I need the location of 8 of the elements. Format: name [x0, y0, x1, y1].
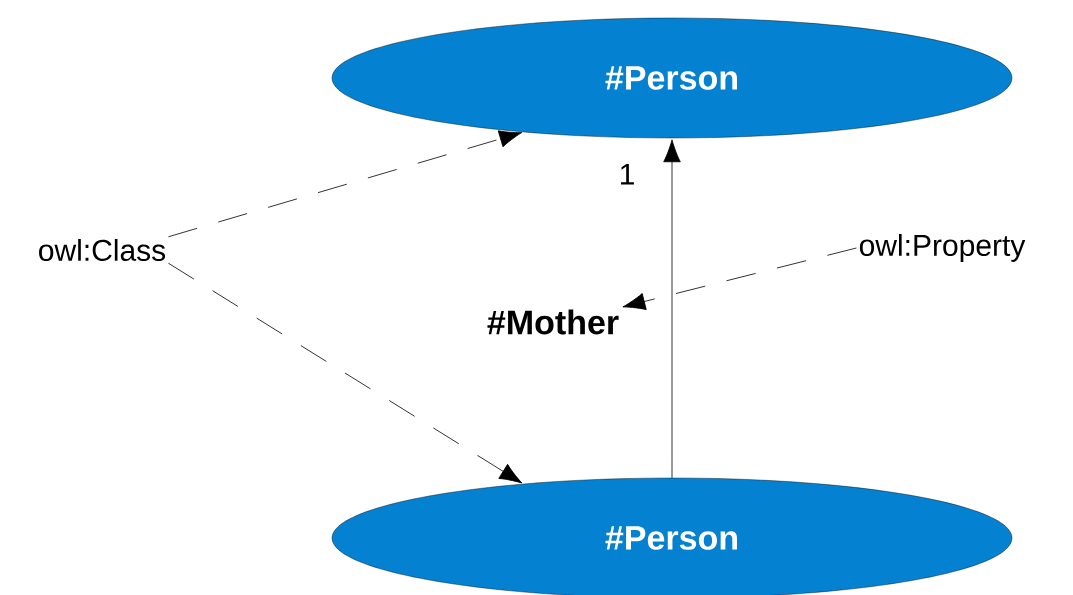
dashed-arrow	[168, 130, 523, 238]
text-label: owl:Property	[859, 234, 1026, 262]
arrow	[663, 139, 681, 479]
property-label: #Mother	[487, 309, 619, 335]
edge-label: 1	[617, 162, 637, 186]
dashed-arrow	[168, 262, 523, 484]
dashed-arrow	[622, 247, 857, 310]
text-label: owl:Class	[39, 239, 166, 261]
